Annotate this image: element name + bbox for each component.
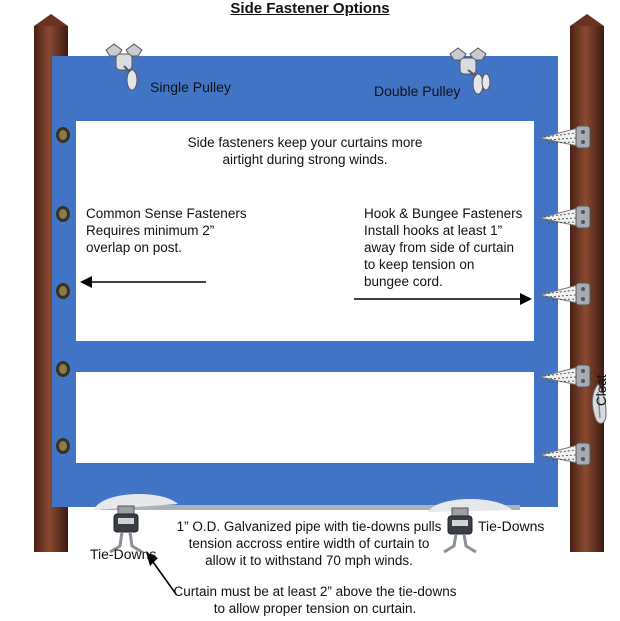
tie-down-right-icon [443, 507, 477, 554]
page-title: Side Fastener Options [230, 0, 390, 17]
pipe-line: allow it to withstand 70 mph winds. [205, 552, 413, 568]
grommet-icon [56, 361, 70, 377]
curtain-line: Curtain must be at least 2” above the ti… [173, 584, 457, 599]
arrow-right-icon [354, 293, 532, 305]
tie-downs-right-label: Tie-Downs [478, 518, 545, 534]
single-pulley-icon [105, 43, 143, 91]
pipe-line: tension accross entire width of curtain … [188, 535, 430, 551]
hook-bungee-note: Hook & Bungee Fasteners Install hooks at… [364, 206, 522, 290]
lower-window-panel [76, 372, 534, 463]
grommet-icon [56, 206, 70, 222]
common-sense-line: Requires minimum 2” [86, 222, 215, 238]
common-sense-fasteners [56, 127, 70, 454]
right-post-cap [570, 14, 604, 26]
hook-bungee-line: bungee cord. [364, 273, 443, 289]
common-sense-title: Common Sense Fasteners [86, 206, 247, 221]
common-sense-note: Common Sense Fasteners Requires minimum … [86, 206, 247, 257]
cleat-icon [591, 383, 607, 424]
hook-bungee-title: Hook & Bungee Fasteners [364, 206, 523, 221]
cleat-label: Cleat [594, 374, 609, 406]
pipe-shadow-left [94, 493, 178, 510]
pipe-shadow-right [428, 498, 512, 512]
hook-bungee-line: Install hooks at least 1” [364, 222, 503, 238]
hook-bungee-line: to keep tension on [364, 256, 475, 272]
grommet-icon [56, 283, 70, 299]
galvanized-pipe [100, 505, 520, 510]
intro-line: Side fasteners keep your curtains more [187, 135, 423, 150]
grommet-icon [56, 127, 70, 143]
hook-bungee-icon [539, 125, 591, 149]
hook-bungee-icon [539, 442, 591, 466]
hook-bungee-icon [539, 205, 591, 229]
arrow-left-icon [80, 276, 206, 288]
grommet-icon [56, 438, 70, 454]
pipe-line: 1” O.D. Galvanized pipe with tie-downs p… [176, 519, 442, 534]
intro-note: Side fasteners keep your curtains more a… [150, 135, 460, 169]
curtain-line: to allow proper tension on curtain. [213, 600, 417, 616]
hook-bungee-fasteners [539, 125, 591, 466]
arrow-up-icon [146, 552, 177, 595]
left-post-cap [34, 14, 68, 26]
upper-window-panel [76, 121, 534, 341]
curtain-note: Curtain must be at least 2” above the ti… [160, 584, 470, 618]
tie-down-left-icon [109, 505, 143, 554]
double-pulley-icon [449, 47, 491, 95]
intro-line: airtight during strong winds. [222, 151, 388, 167]
pipe-note: 1” O.D. Galvanized pipe with tie-downs p… [166, 519, 452, 570]
hook-bungee-icon [539, 364, 591, 388]
hook-bungee-icon [539, 282, 591, 306]
single-pulley-label: Single Pulley [150, 79, 231, 95]
hook-bungee-line: away from side of curtain [364, 239, 515, 255]
tie-downs-left-label: Tie-Downs [90, 546, 157, 562]
common-sense-line: overlap on post. [86, 239, 183, 255]
double-pulley-label: Double Pulley [374, 83, 461, 99]
